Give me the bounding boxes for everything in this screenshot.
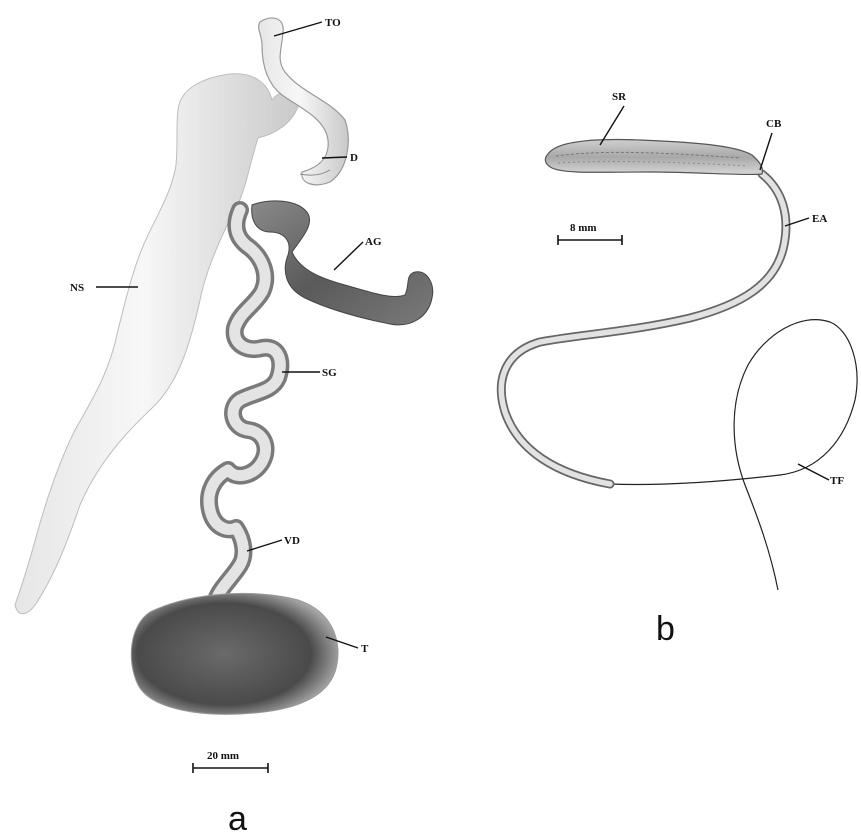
- label-ag: AG: [365, 236, 382, 248]
- scale-label-a: 20 mm: [207, 750, 239, 762]
- panel-a-scale-bar: 20 mm: [193, 750, 268, 773]
- tf-filament: [610, 320, 857, 590]
- panel-a-drawing: [15, 18, 433, 714]
- panel-letter-a: a: [228, 800, 247, 836]
- panel-b-scale-bar: 8 mm: [558, 222, 622, 245]
- sr-structure: [545, 140, 762, 175]
- panel-letter-b: b: [656, 610, 675, 648]
- label-vd: VD: [284, 535, 300, 547]
- label-cb: CB: [766, 118, 782, 130]
- scale-label-b: 8 mm: [570, 222, 597, 234]
- label-sr: SR: [612, 91, 627, 103]
- label-tf: TF: [830, 475, 844, 487]
- label-ea: EA: [812, 213, 827, 225]
- ea-tube: [501, 174, 786, 484]
- label-to: TO: [325, 17, 341, 29]
- label-t: T: [361, 643, 369, 655]
- label-sg: SG: [322, 367, 337, 379]
- panel-b-drawing: [501, 140, 857, 590]
- label-ns: NS: [70, 282, 84, 294]
- label-d: D: [350, 152, 358, 164]
- testis-structure: [131, 593, 338, 714]
